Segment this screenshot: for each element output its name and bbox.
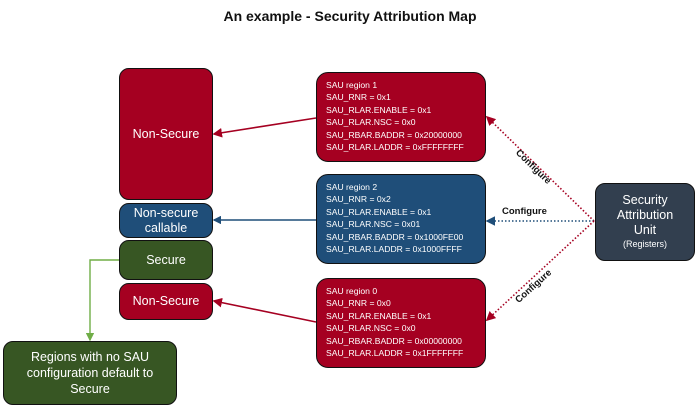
sau-register-line: SAU_RLAR.NSC = 0x01 [326,219,421,230]
sau-region-title: SAU region 1 [326,80,378,90]
sau-register-line: SAU_RLAR.LADDR = 0x1FFFFFFF [326,348,464,359]
sau-register-line: SAU_RNR = 0x2 [326,194,391,205]
sau-unit-line: Attribution [616,208,674,222]
default-note-line: Secure [70,382,110,396]
memory-region-label: Non-secure [133,205,199,220]
sau-region-title: SAU region 2 [326,182,378,192]
sau-register-line: SAU_RLAR.ENABLE = 0x1 [326,310,432,321]
default-secure-note: Regions with no SAU configuration defaul… [3,341,177,405]
sau-region-2-box[interactable]: SAU region 2 SAU_RNR = 0x2 SAU_RLAR.ENAB… [316,174,486,264]
arrow-secure-to-default [85,259,119,342]
security-attribution-unit[interactable]: Security Attribution Unit (Registers) [595,183,695,261]
default-note-line: Regions with no SAU [30,350,150,364]
sau-register-line: SAU_RLAR.LADDR = 0xFFFFFFFF [326,142,464,153]
sau-unit-subtitle: (Registers) [622,239,667,249]
sau-region-0-box[interactable]: SAU region 0 SAU_RNR = 0x0 SAU_RLAR.ENAB… [316,278,486,368]
sau-register-line: SAU_RLAR.ENABLE = 0x1 [326,104,432,115]
sau-register-line: SAU_RLAR.LADDR = 0x1000FFFF [326,244,462,255]
sau-unit-line: Unit [633,223,657,237]
memory-region-label: Non-Secure [132,294,200,308]
memory-region-secure[interactable]: Secure [119,240,213,280]
arrow-region0-to-nonsecure [212,297,317,323]
configure-label-region1: Configure [513,147,554,187]
sau-register-line: SAU_RLAR.NSC = 0x0 [326,117,416,128]
diagram-title: An example - Security Attribution Map [223,8,477,24]
sau-unit-line: Security [622,193,668,207]
memory-region-non-secure-bottom[interactable]: Non-Secure [119,283,213,320]
sau-register-line: SAU_RNR = 0x0 [326,298,391,309]
sau-region-1-box[interactable]: SAU region 1 SAU_RNR = 0x1 SAU_RLAR.ENAB… [316,72,486,162]
configure-label-region2: Configure [502,206,547,217]
sau-register-line: SAU_RBAR.BADDR = 0x20000000 [326,129,462,140]
memory-region-label: Non-Secure [132,126,200,141]
sau-register-line: SAU_RBAR.BADDR = 0x1000FE00 [326,231,464,242]
memory-region-label: callable [144,220,188,235]
sau-register-line: SAU_RLAR.ENABLE = 0x1 [326,206,432,217]
default-note-line: configuration default to [26,366,154,380]
configure-arrow-region0 [485,220,595,322]
memory-region-label: Secure [146,252,186,267]
memory-region-non-secure-top[interactable]: Non-Secure [119,68,213,200]
sau-register-line: SAU_RNR = 0x1 [326,92,391,103]
sau-region-title: SAU region 0 [326,286,378,296]
sau-register-line: SAU_RLAR.NSC = 0x0 [326,323,416,334]
arrow-region1-to-nonsecure [212,117,317,138]
sau-register-line: SAU_RBAR.BADDR = 0x00000000 [326,335,462,346]
configure-label-region0: Configure [513,267,555,306]
memory-region-non-secure-callable[interactable]: Non-secure callable [119,203,213,238]
